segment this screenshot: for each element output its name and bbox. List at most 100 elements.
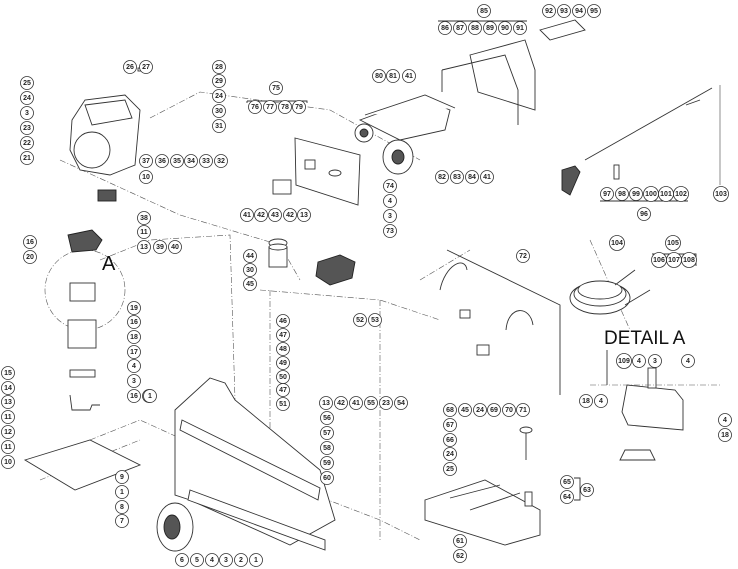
callout-number: 6: [180, 557, 184, 564]
callout-circle: [243, 263, 257, 277]
part-callout-91: 91: [513, 21, 527, 35]
callout-number: 61: [456, 538, 464, 545]
callout-number: 1: [148, 393, 152, 400]
callout-circle: [681, 252, 697, 268]
part-callout-97: 97: [600, 187, 614, 201]
callout-number: 36: [158, 158, 166, 165]
callout-circle: [20, 121, 34, 135]
callout-circle: [276, 397, 290, 411]
callout-number: 82: [438, 174, 446, 181]
spray-gun-wand: [561, 85, 721, 196]
callout-circle: [212, 60, 226, 74]
callout-number: 72: [519, 253, 527, 260]
callout-circle: [320, 426, 334, 440]
callout-number: 55: [367, 400, 375, 407]
callout-number: 97: [603, 191, 611, 198]
battery-box: [44, 229, 126, 411]
callout-number: 45: [246, 281, 254, 288]
callout-circle: [1, 455, 15, 469]
callout-circle: [383, 209, 397, 223]
callout-number: 96: [640, 211, 648, 218]
part-callout-24: 24: [212, 89, 226, 103]
callout-circle: [353, 313, 367, 327]
part-callout-33: 33: [199, 154, 213, 168]
part-callout-42: 42: [334, 396, 348, 410]
callout-circle: [572, 4, 586, 18]
callout-circle: [473, 403, 487, 417]
part-callout-101: 101: [658, 186, 674, 202]
callout-circle: [383, 179, 397, 193]
hose-coil: [569, 269, 651, 315]
callout-circle: [718, 428, 732, 442]
callout-number: 24: [476, 407, 484, 414]
part-callout-13: 13: [1, 395, 15, 409]
callout-number: 30: [215, 108, 223, 115]
callout-circle: [320, 441, 334, 455]
callout-circle: [276, 314, 290, 328]
callout-circle: [20, 106, 34, 120]
grouping-brackets: [246, 20, 697, 501]
part-callout-35: 35: [170, 154, 184, 168]
part-callout-62: 62: [453, 549, 467, 563]
callout-number: 108: [683, 257, 695, 264]
callout-number: 4: [637, 358, 641, 365]
callout-circle: [20, 91, 34, 105]
callout-number: 14: [4, 385, 12, 392]
callout-circle: [629, 187, 643, 201]
part-callout-6: 6: [175, 553, 189, 567]
frame-cart: [23, 377, 336, 551]
part-callout-65: 65: [560, 475, 574, 489]
callout-circle: [465, 170, 479, 184]
part-callout-105: 105: [665, 235, 681, 251]
callout-number: 105: [667, 240, 679, 247]
part-callout-59: 59: [320, 456, 334, 470]
callout-circle: [214, 154, 228, 168]
part-callout-104: 104: [609, 235, 625, 251]
callout-circle: [212, 74, 226, 88]
callout-circle: [665, 235, 681, 251]
callout-number: 43: [271, 212, 279, 219]
callout-number: 94: [575, 8, 583, 15]
callout-number: 26: [126, 64, 134, 71]
callout-number: 4: [132, 363, 136, 370]
part-callout-23: 23: [379, 396, 393, 410]
fuel-tank: [424, 426, 541, 546]
callout-circle: [580, 483, 594, 497]
callout-number: 79: [295, 104, 303, 111]
part-callout-39: 39: [153, 240, 167, 254]
callout-number: 33: [202, 158, 210, 165]
callout-circle: [139, 170, 153, 184]
callout-number: 41: [243, 212, 251, 219]
callout-number: 13: [140, 244, 148, 251]
part-callout-78: 78: [278, 100, 292, 114]
callout-circle: [127, 315, 141, 329]
part-callout-25: 25: [443, 462, 457, 476]
callout-number: 9: [120, 474, 124, 481]
callout-number: 11: [140, 229, 148, 236]
callout-number: 98: [618, 191, 626, 198]
callout-circle: [443, 447, 457, 461]
callout-circle: [115, 485, 129, 499]
belt-guard-panel: [272, 137, 361, 206]
part-callout-3: 3: [127, 374, 141, 388]
part-callout-42: 42: [254, 208, 268, 222]
part-callout-37: 37: [139, 154, 153, 168]
part-callout-20: 20: [23, 250, 37, 264]
callout-number: 16: [130, 319, 138, 326]
callout-circle: [276, 356, 290, 370]
callout-circle: [234, 553, 248, 567]
part-callout-80: 80: [372, 69, 386, 83]
part-callout-90: 90: [498, 21, 512, 35]
callout-number: 44: [246, 253, 254, 260]
part-callout-41: 41: [349, 396, 363, 410]
part-callout-98: 98: [615, 187, 629, 201]
callout-number: 66: [446, 437, 454, 444]
callout-number: 74: [386, 183, 394, 190]
callout-number: 13: [300, 212, 308, 219]
callout-number: 49: [279, 360, 287, 367]
callout-number: 71: [519, 407, 527, 414]
callout-number: 46: [279, 318, 287, 325]
callout-number: 58: [323, 445, 331, 452]
callout-circle: [205, 553, 219, 567]
part-callout-56: 56: [320, 411, 334, 425]
